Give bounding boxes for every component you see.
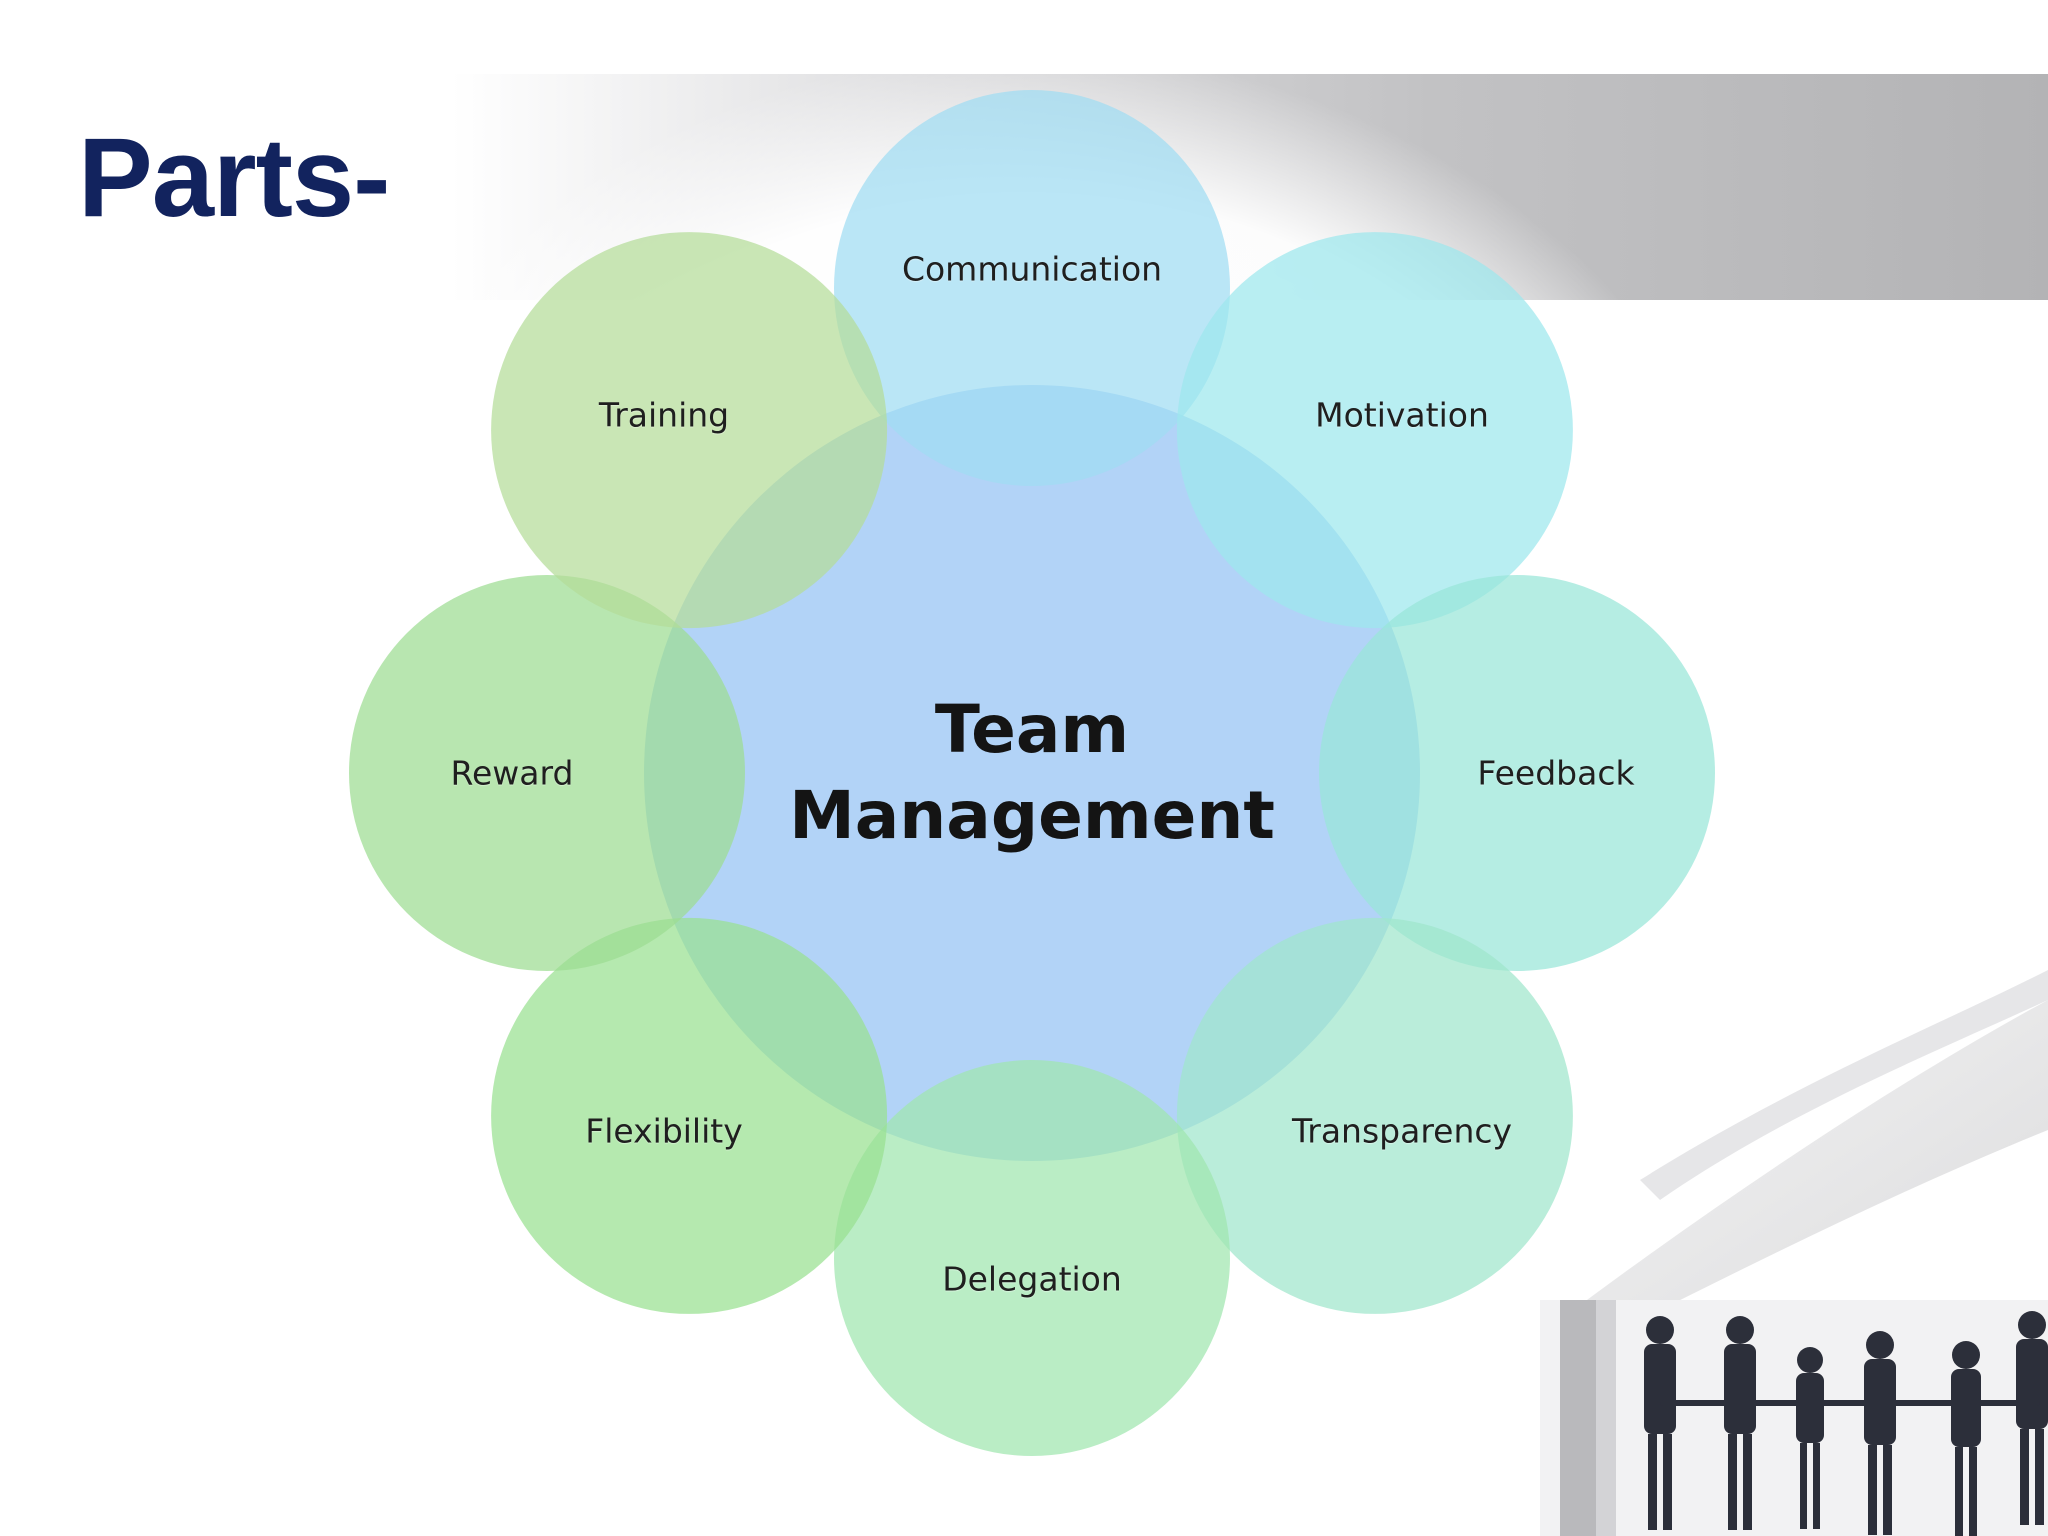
people-holding-hands-photo [1540, 1300, 2048, 1536]
node-label-motivation: Motivation [1315, 395, 1489, 435]
node-circle-flexibility [491, 917, 888, 1314]
slide-title: Parts- [78, 115, 390, 240]
node-label-transparency: Transparency [1291, 1111, 1513, 1151]
node-circle-training [491, 232, 888, 629]
node-circle-delegation [834, 1060, 1230, 1456]
node-circle-reward [349, 575, 745, 971]
node-label-flexibility: Flexibility [585, 1111, 743, 1151]
center-label-line2: Management [789, 777, 1275, 854]
node-label-training: Training [598, 395, 730, 435]
node-circle-communication [834, 90, 1230, 486]
node-circle-feedback [1319, 575, 1715, 971]
decor-swoosh-thin [1640, 970, 2048, 1200]
node-label-reward: Reward [450, 753, 574, 793]
node-circle-motivation [1176, 232, 1573, 629]
node-label-delegation: Delegation [942, 1259, 1122, 1299]
center-label: Team Management [789, 687, 1275, 859]
node-label-feedback: Feedback [1477, 753, 1635, 793]
node-label-communication: Communication [901, 249, 1163, 289]
node-circle-transparency [1176, 917, 1573, 1314]
decor-swoosh [1560, 1000, 2048, 1330]
center-circle [644, 385, 1420, 1161]
diagram [349, 90, 1715, 1456]
center-label-line1: Team [934, 691, 1130, 769]
